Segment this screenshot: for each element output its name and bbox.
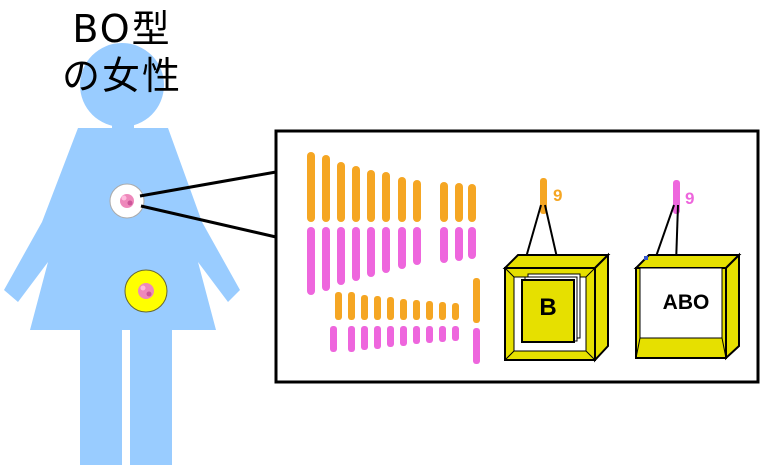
woman-head xyxy=(80,43,164,127)
woman-left-leg xyxy=(80,328,122,465)
egg-cell xyxy=(124,269,168,313)
woman-dress xyxy=(4,128,240,330)
woman-figure xyxy=(4,43,240,465)
cell-nucleus xyxy=(120,194,134,208)
gene-box-abo xyxy=(633,252,742,361)
figure-title-female: の女性 xyxy=(61,54,182,98)
karyotype-orange-top xyxy=(307,152,476,222)
egg-nucleus xyxy=(138,283,154,299)
woman-right-leg xyxy=(130,328,172,465)
body-cell xyxy=(109,183,145,219)
gene-box-b xyxy=(502,252,611,363)
gene-label-abo: ABO xyxy=(662,291,710,314)
karyotype-pink-top xyxy=(307,227,476,295)
callout-line-bottom xyxy=(140,204,277,239)
chromosome-number-left: 9 xyxy=(553,186,563,205)
callout-line-top xyxy=(139,170,277,198)
chromosome-number-right: 9 xyxy=(685,189,695,208)
gene-label-b: B xyxy=(539,294,557,321)
figure-title-blood-type: BO型 xyxy=(72,7,172,51)
karyotype-orange-bottom xyxy=(335,278,480,323)
karyotype-pink-bottom xyxy=(330,326,480,364)
